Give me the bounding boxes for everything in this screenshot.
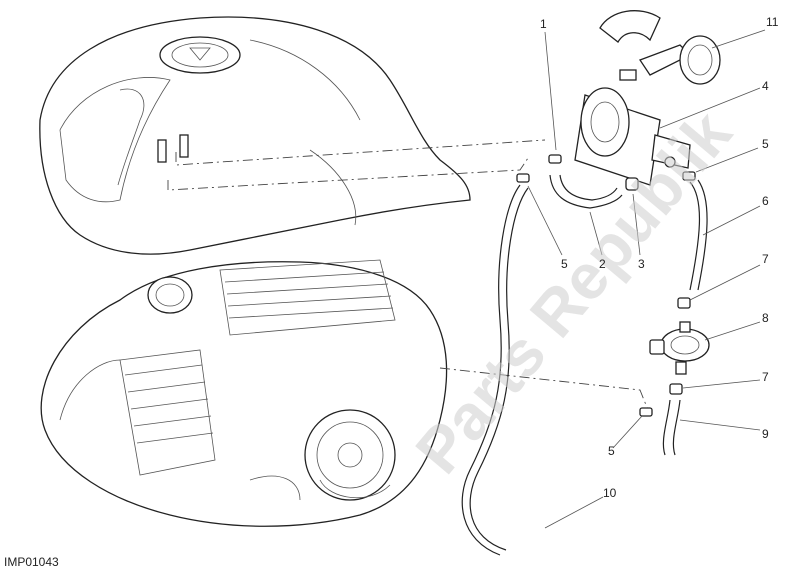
part-6-hose	[689, 179, 708, 291]
callout-5-top: 5	[762, 137, 769, 151]
callout-5-left: 5	[561, 257, 568, 271]
callout-5-bottom: 5	[608, 444, 615, 458]
callout-11: 11	[766, 15, 779, 29]
callout-labels: 1 2 3 4 5 5 5 6 7 7 8 9 10 11	[540, 15, 779, 500]
callout-1: 1	[540, 17, 547, 31]
drawing-code: IMP01043	[4, 555, 59, 569]
part-7-clamp-bottom	[669, 383, 683, 395]
callout-8: 8	[762, 311, 769, 325]
part-5-clamp-bottom	[639, 407, 653, 417]
part-8-valve	[649, 321, 710, 375]
part-5-clamp-right	[682, 171, 696, 181]
part-4-canister	[574, 87, 691, 186]
leader-lines	[527, 29, 766, 529]
part-7-clamp-top	[677, 297, 691, 309]
part-5-clamp-left	[516, 173, 530, 183]
callout-9: 9	[762, 427, 769, 441]
part-11-bracket	[599, 10, 721, 85]
part-10-long-hose	[461, 184, 529, 556]
cylinder-head-front	[119, 349, 216, 476]
part-3-cap	[625, 177, 639, 191]
part-1-clamp	[548, 154, 562, 164]
part-9-hose	[662, 399, 681, 456]
engine	[40, 259, 448, 527]
callout-7-bottom: 7	[762, 370, 769, 384]
callout-6: 6	[762, 194, 769, 208]
watermark: Parts Republik	[402, 97, 745, 487]
callout-7-top: 7	[762, 252, 769, 266]
callout-2: 2	[599, 257, 606, 271]
part-2-hose	[549, 174, 623, 209]
cylinder-head-rear	[219, 259, 396, 336]
callout-10: 10	[603, 486, 617, 500]
alignment-lines	[167, 139, 649, 411]
fuel-tank	[39, 16, 471, 255]
callout-4: 4	[762, 79, 769, 93]
callout-3: 3	[638, 257, 645, 271]
